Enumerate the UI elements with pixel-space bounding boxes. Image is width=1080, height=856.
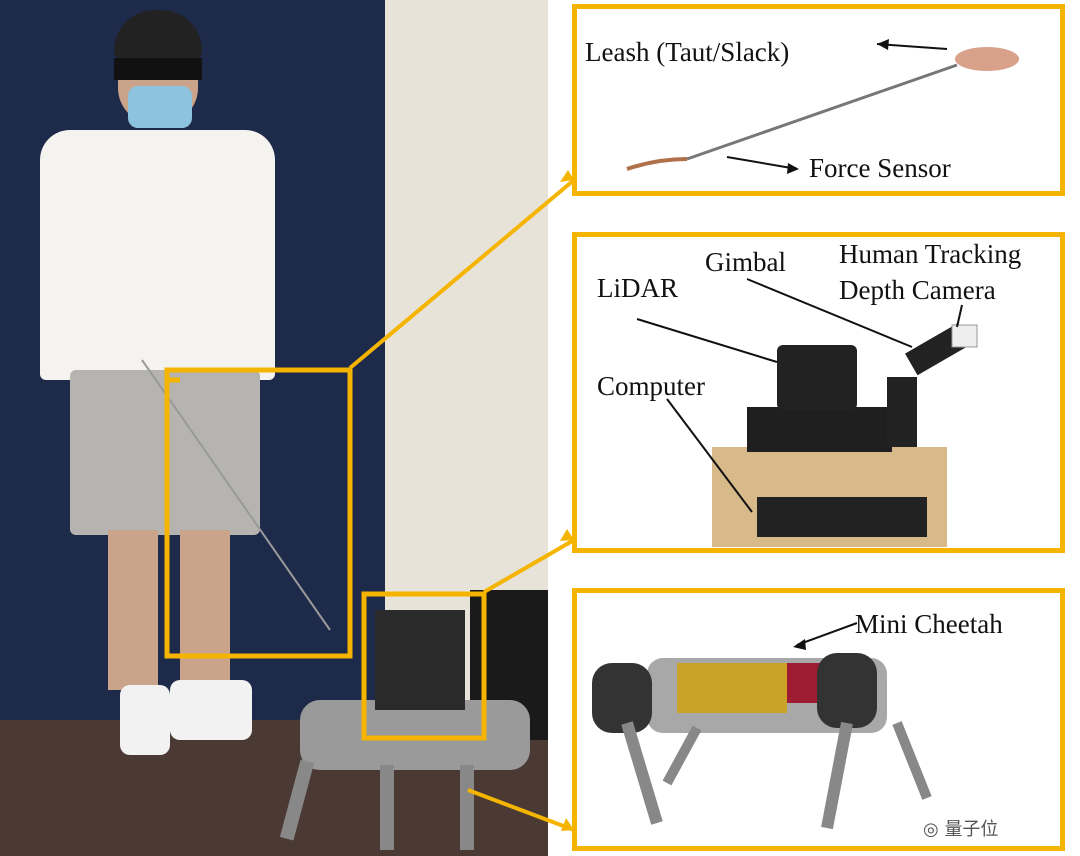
robot-body bbox=[300, 700, 530, 770]
panel-leash: Leash (Taut/Slack) Force Sensor bbox=[572, 4, 1065, 196]
robot-leg bbox=[380, 765, 394, 850]
leash-illustration bbox=[626, 39, 1019, 174]
shoe-left bbox=[120, 685, 170, 755]
leash-highlight-box bbox=[164, 367, 353, 659]
watermark: ◎ 量子位 bbox=[923, 819, 999, 840]
leash bbox=[141, 359, 331, 631]
label-computer: Computer bbox=[597, 371, 705, 401]
label-depth-camera: Depth Camera bbox=[839, 275, 996, 305]
robot-highlight-box bbox=[361, 591, 487, 741]
connector-robot bbox=[467, 788, 575, 832]
robot-payload bbox=[375, 610, 465, 710]
panel-sensors: Human Tracking Depth Camera Gimbal LiDAR… bbox=[572, 232, 1065, 553]
label-lidar: LiDAR bbox=[597, 273, 678, 303]
shirt bbox=[40, 130, 275, 380]
sensor-illustration bbox=[636, 278, 978, 547]
leg-right bbox=[180, 530, 230, 690]
label-mini-cheetah: Mini Cheetah bbox=[855, 609, 1003, 639]
label-leash: Leash (Taut/Slack) bbox=[585, 37, 790, 67]
connector-leash bbox=[348, 178, 576, 370]
robot-illustration bbox=[592, 622, 932, 830]
blindfold bbox=[114, 58, 202, 80]
panel-robot: Mini Cheetah ◎ 量子位 bbox=[572, 588, 1065, 851]
connector-sensors bbox=[482, 538, 576, 594]
robot-leg bbox=[460, 765, 474, 850]
label-human-tracking: Human Tracking bbox=[839, 239, 1022, 269]
label-force-sensor: Force Sensor bbox=[809, 153, 951, 183]
label-gimbal: Gimbal bbox=[705, 247, 786, 277]
shoe-right bbox=[170, 680, 252, 740]
leg-left bbox=[108, 530, 158, 690]
wechat-icon: ◎ bbox=[923, 819, 945, 840]
mask bbox=[128, 86, 192, 128]
